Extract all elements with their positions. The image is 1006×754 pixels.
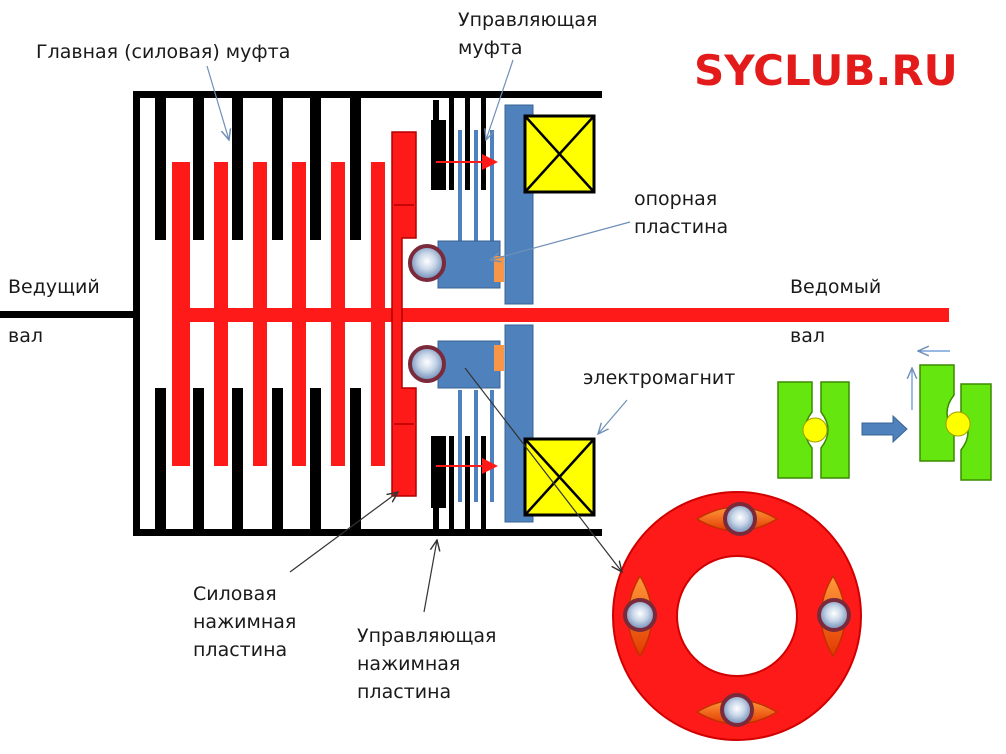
ramp-balls (408, 244, 446, 383)
control-clutch-discs (458, 130, 494, 502)
driving-shaft (0, 311, 137, 318)
control-plate-label-line2: нажимная (357, 653, 461, 675)
driving-shaft-label-line1: Ведущий (8, 276, 100, 298)
power-plate-label-line2: нажимная (193, 611, 297, 633)
outer-friction-discs (155, 96, 361, 531)
site-watermark: SYCLUB.RU (694, 46, 958, 95)
driven-shaft-label-line2: вал (790, 325, 825, 347)
main-clutch-label: Главная (силовая) муфта (36, 41, 291, 63)
driven-shaft (172, 308, 949, 322)
ramp-transition-arrow (861, 414, 908, 444)
force-arrows (436, 154, 498, 474)
power-pressure-plate (391, 131, 417, 497)
ball-ramp-hubs (437, 240, 504, 389)
control-clutch-label-line2: муфта (458, 37, 523, 59)
control-pressure-plate (431, 98, 486, 531)
control-clutch-label-line1: Управляющая (458, 9, 598, 31)
electromagnet-label: электромагнит (583, 367, 736, 389)
inner-friction-discs (172, 162, 385, 466)
clutch-housing (133, 91, 602, 536)
ball-ramp-ring (612, 491, 862, 741)
power-plate-label-line3: пластина (193, 639, 288, 661)
ramp-state-before (777, 381, 850, 479)
leader-lines (206, 59, 631, 613)
ramp-state-after (912, 351, 992, 481)
power-plate-label-line1: Силовая (193, 583, 277, 605)
driving-shaft-label-line2: вал (8, 325, 43, 347)
electromagnet-coils (523, 114, 596, 517)
support-plate-label-line1: опорная (634, 188, 718, 210)
control-plate-label-line3: пластина (357, 681, 452, 703)
support-plate-label-line2: пластина (634, 216, 729, 238)
driven-shaft-label-line1: Ведомый (790, 276, 882, 298)
control-plate-label-line1: Управляющая (357, 625, 497, 647)
